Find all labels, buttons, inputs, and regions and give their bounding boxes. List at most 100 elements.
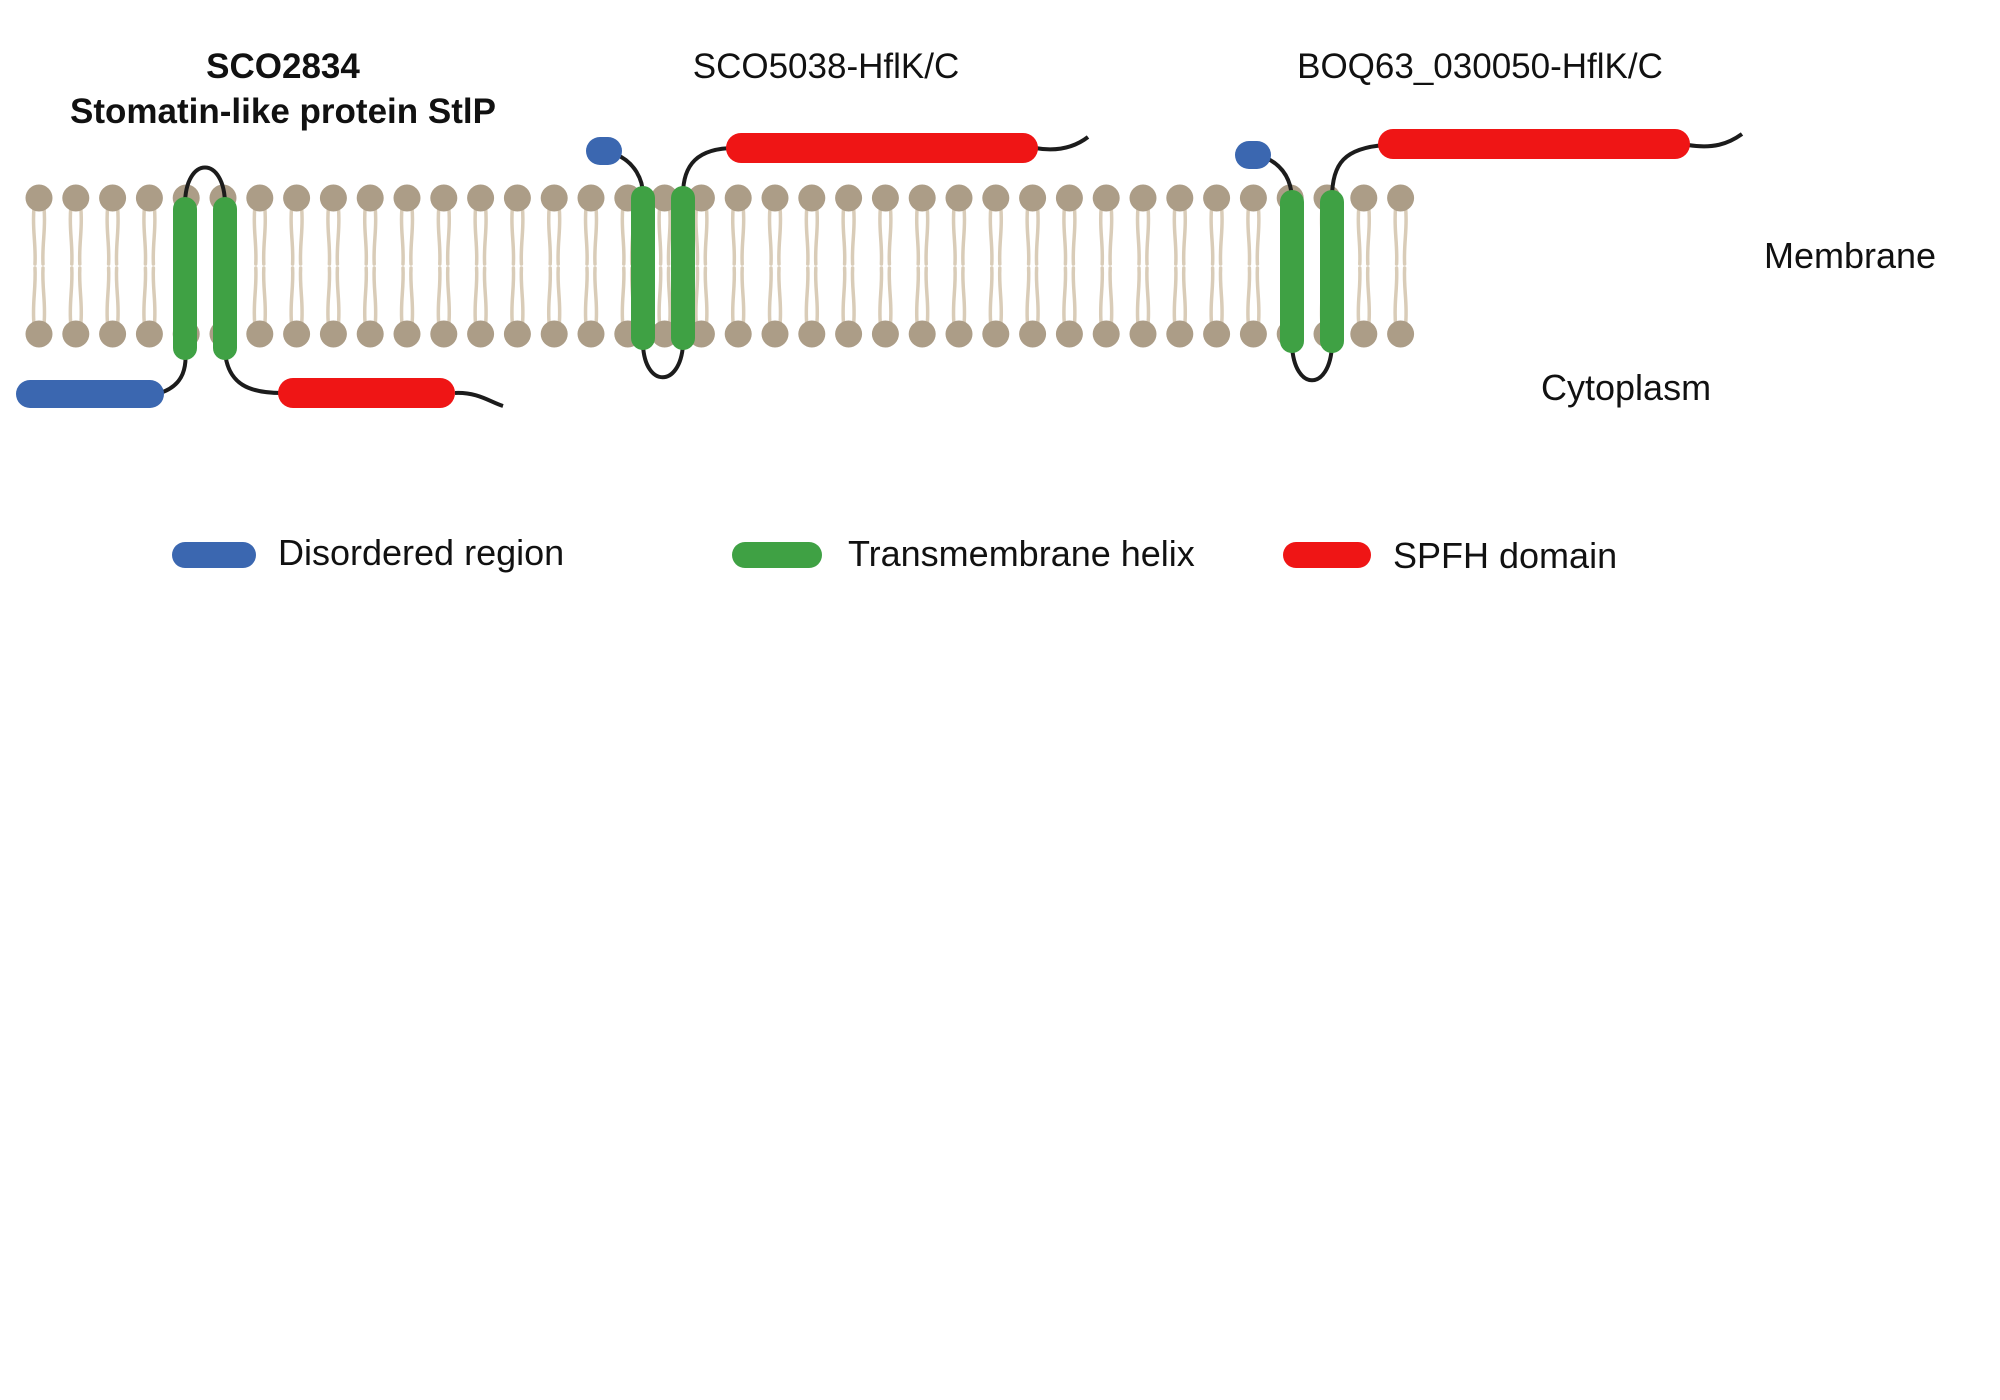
lipid-head: [945, 184, 973, 212]
lipid-tail: [730, 266, 737, 326]
lipid-tail: [804, 266, 810, 326]
lipid-tail: [1034, 266, 1040, 326]
lipid-tail: [1246, 266, 1252, 326]
lipid-tail: [105, 266, 111, 326]
lipid-head: [945, 320, 973, 348]
lipid-tail: [997, 206, 1004, 266]
lipid-tail: [1356, 266, 1362, 326]
lipid-tail: [1062, 206, 1068, 266]
lipid-tail: [362, 266, 369, 326]
lipid-head: [1239, 320, 1267, 348]
lipid-tail: [556, 206, 562, 266]
lipid-tail: [326, 266, 332, 326]
lipid-tail: [261, 206, 268, 266]
lipid-pair: [761, 184, 789, 348]
lipid-tail: [326, 206, 332, 266]
lipid-tail: [519, 266, 525, 326]
lipid-tail: [546, 266, 553, 326]
lipid-head: [319, 184, 347, 212]
lipid-head: [798, 184, 826, 212]
lipid-head: [577, 320, 605, 348]
lipid-tail: [1145, 266, 1151, 326]
lipid-tail: [988, 206, 994, 266]
lipid-tail: [657, 266, 663, 326]
legend-swatch-spfh: [1283, 542, 1371, 568]
lipid-tail: [252, 266, 258, 326]
lipid-head: [871, 184, 899, 212]
lipid-head: [540, 184, 568, 212]
lipid-tail: [298, 206, 304, 266]
lipid-head: [503, 184, 531, 212]
lipid-tail: [694, 206, 700, 266]
lipid-head: [246, 184, 274, 212]
lipid-tail: [1108, 206, 1114, 266]
lipid-tail: [289, 206, 295, 266]
lipid-tail: [914, 266, 921, 326]
protein-sco2834-title-line-2: Stomatin-like protein StlP: [70, 92, 496, 131]
lipid-pair: [356, 184, 384, 348]
lipid-head: [577, 184, 605, 212]
lipid-tail: [1402, 266, 1408, 326]
lipid-head: [25, 320, 53, 348]
protein-sco5038-spfh-domain: [726, 133, 1038, 163]
lipid-tail: [1135, 266, 1141, 326]
lipid-tail: [1393, 266, 1399, 326]
lipid-tail: [114, 206, 120, 266]
lipid-tail: [1098, 206, 1105, 266]
lipid-tail: [703, 206, 709, 266]
lipid-head: [540, 320, 568, 348]
lipid-tail: [924, 206, 930, 266]
lipid-tail: [510, 206, 516, 266]
lipid-head: [319, 320, 347, 348]
lipid-tail: [436, 206, 442, 266]
lipid-tail: [951, 266, 957, 326]
lipid-pair: [945, 184, 973, 348]
lipid-tail: [1365, 266, 1372, 326]
lipid-tail: [767, 206, 773, 266]
protein-sco2834-title-line-1: SCO2834: [206, 47, 360, 86]
lipid-tail: [924, 266, 930, 326]
legend-label-spfh: SPFH domain: [1393, 535, 1617, 576]
lipid-tail: [961, 266, 967, 326]
lipid-tail: [546, 206, 553, 266]
lipid-tail: [850, 206, 856, 266]
lipid-tail: [1218, 206, 1224, 266]
lipid-tail: [1255, 206, 1261, 266]
lipid-tail: [1145, 206, 1151, 266]
lipid-head: [798, 320, 826, 348]
lipid-pair: [1203, 184, 1231, 348]
protein-sco2834-transmembrane-helix-1: [173, 197, 197, 360]
lipid-tail: [593, 206, 599, 266]
lipid-tail: [77, 206, 84, 266]
lipid-head: [467, 184, 495, 212]
protein-sco5038-disordered-region: [586, 137, 622, 165]
lipid-head: [724, 184, 752, 212]
lipid-head: [135, 320, 163, 348]
lipid-tail: [1062, 266, 1068, 326]
lipid-tail: [372, 206, 378, 266]
lipid-tail: [142, 266, 148, 326]
lipid-head: [356, 320, 384, 348]
lipid-tail: [1034, 206, 1040, 266]
legend-label-transmembrane: Transmembrane helix: [848, 533, 1195, 574]
lipid-head: [246, 320, 274, 348]
lipid-tail: [813, 206, 820, 266]
lipid-tail: [445, 206, 452, 266]
lipid-head: [982, 320, 1010, 348]
lipid-head: [1019, 184, 1047, 212]
lipid-tail: [31, 206, 37, 266]
lipid-tail: [473, 206, 479, 266]
protein-sco2834-transmembrane-helix-2: [213, 197, 237, 360]
lipid-tail: [105, 206, 111, 266]
lipid-head: [1166, 320, 1194, 348]
lipid-head: [908, 320, 936, 348]
legend-label-disordered: Disordered region: [278, 532, 564, 573]
lipid-tail: [31, 266, 37, 326]
lipid-tail: [362, 206, 369, 266]
lipid-tail: [997, 266, 1004, 326]
lipid-head: [1019, 320, 1047, 348]
lipid-tail: [1181, 206, 1188, 266]
lipid-tail: [887, 206, 893, 266]
